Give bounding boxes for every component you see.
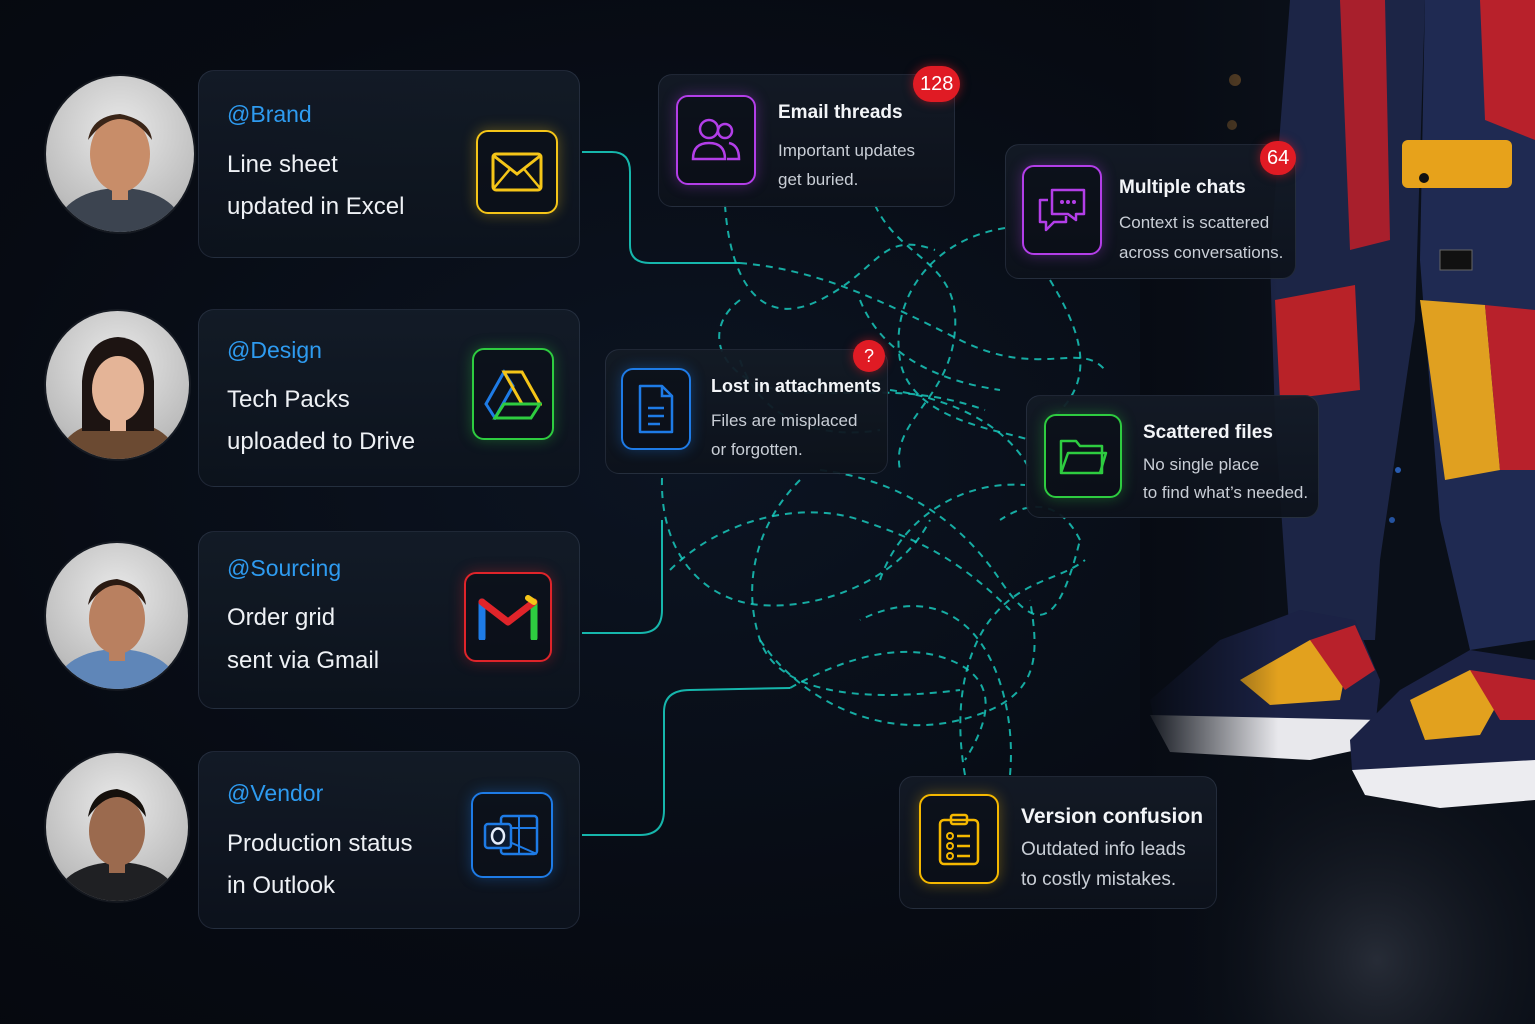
issue-card-scattered-files[interactable]: Scattered files No single place to find …: [1026, 395, 1319, 518]
avatar-brand: [46, 76, 194, 232]
message-line-2: in Outlook: [227, 872, 336, 899]
issue-card-version-confusion[interactable]: Version confusion Outdated info leads to…: [899, 776, 1217, 909]
issue-desc-line-1: Important updates: [778, 141, 916, 160]
notification-badge-attachments: ?: [853, 340, 885, 372]
document-icon: [638, 384, 674, 434]
avatar-vendor: [46, 753, 188, 901]
drive-app-tile[interactable]: [472, 348, 554, 440]
person-card-sourcing[interactable]: @Sourcing Order grid sent via Gmail: [198, 531, 580, 709]
message-line-2: updated in Excel: [227, 193, 405, 220]
issue-card-email-threads[interactable]: Email threads Important updates get buri…: [658, 74, 955, 207]
notification-badge-chats: 64: [1260, 141, 1297, 175]
issue-desc-line-1: Outdated info leads: [1021, 839, 1186, 860]
outlook-app-tile[interactable]: [471, 792, 553, 878]
message-line-2: uploaded to Drive: [227, 428, 416, 455]
issue-title: Email threads: [778, 102, 903, 123]
issue-icon-tile: [919, 794, 999, 884]
notification-badge-email: 128: [913, 66, 961, 102]
message-line-2: sent via Gmail: [227, 647, 380, 674]
chat-bubbles-icon: [1038, 188, 1086, 232]
handle-brand[interactable]: @Brand: [227, 101, 312, 127]
issue-icon-tile: [621, 368, 691, 450]
avatar-sourcing: [46, 543, 188, 689]
handle-vendor[interactable]: @Vendor: [227, 780, 324, 806]
issue-desc-line-2: get buried.: [778, 170, 859, 189]
issue-title: Multiple chats: [1119, 177, 1246, 198]
gmail-icon: [478, 595, 538, 640]
message-line-1: Order grid: [227, 604, 336, 631]
issue-desc-line-1: Files are misplaced: [711, 411, 858, 430]
issue-icon-tile: [676, 95, 756, 185]
issue-title: Lost in attachments: [711, 376, 882, 396]
issue-desc-line-1: No single place: [1143, 455, 1260, 474]
handle-sourcing[interactable]: @Sourcing: [227, 555, 342, 581]
person-card-brand[interactable]: @Brand Line sheet updated in Excel: [198, 70, 580, 258]
person-card-design[interactable]: @Design Tech Packs uploaded to Drive: [198, 309, 580, 487]
issue-desc-line-2: to find what’s needed.: [1143, 483, 1309, 502]
clipboard-checklist-icon: [938, 813, 980, 866]
excel-app-tile[interactable]: [476, 130, 558, 214]
excel-mail-icon: [491, 152, 543, 192]
issue-icon-tile: [1044, 414, 1122, 498]
issue-card-lost-attachments[interactable]: Lost in attachments Files are misplaced …: [605, 349, 888, 474]
issue-desc-line-2: to costly mistakes.: [1021, 869, 1177, 890]
issue-title: Scattered files: [1143, 422, 1273, 443]
issue-icon-tile: [1022, 165, 1102, 255]
handle-design[interactable]: @Design: [227, 337, 322, 363]
gmail-app-tile[interactable]: [464, 572, 552, 662]
person-card-vendor[interactable]: @Vendor Production status in Outlook: [198, 751, 580, 929]
issue-desc-line-2: across conversations.: [1119, 243, 1284, 262]
issue-desc-line-1: Context is scattered: [1119, 213, 1270, 232]
outlook-icon: [483, 814, 539, 856]
folder-icon: [1059, 439, 1108, 475]
issue-card-multiple-chats[interactable]: Multiple chats Context is scattered acro…: [1005, 144, 1296, 279]
message-line-1: Line sheet: [227, 151, 338, 178]
issue-desc-line-2: or forgotten.: [711, 440, 803, 459]
message-line-1: Tech Packs: [227, 386, 350, 413]
issue-title: Version confusion: [1021, 805, 1204, 828]
google-drive-icon: [484, 369, 542, 420]
message-line-1: Production status: [227, 830, 413, 857]
fashion-photo-background: [1140, 0, 1535, 1024]
users-icon: [691, 118, 741, 161]
avatar-design: [46, 311, 189, 459]
